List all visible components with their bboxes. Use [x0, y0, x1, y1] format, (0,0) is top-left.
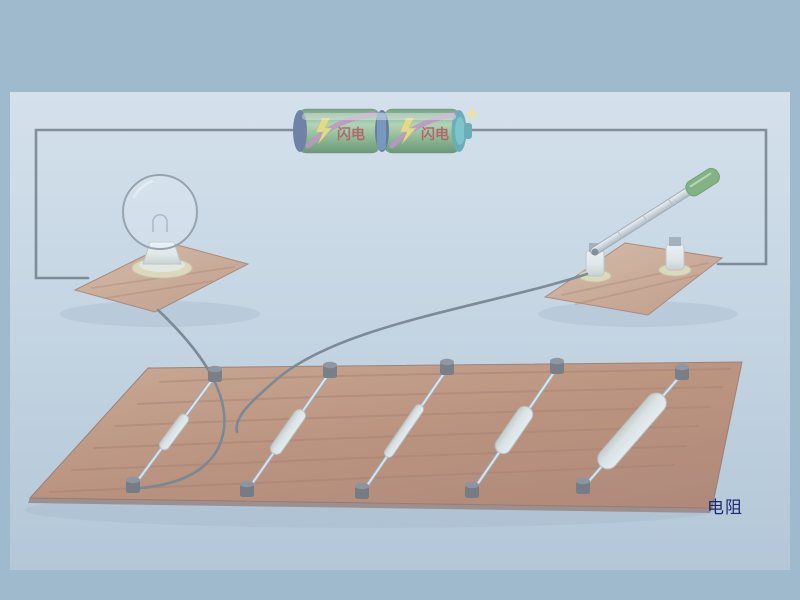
circuit-photo: 闪电 闪电	[10, 92, 790, 570]
battery-label: 闪电	[421, 126, 449, 143]
resistor-2	[245, 370, 332, 493]
circuit-wire-left	[34, 128, 300, 280]
terminal-post	[355, 482, 369, 499]
knife-switch	[578, 167, 720, 283]
terminal-post	[550, 357, 564, 374]
light-bulb	[122, 174, 198, 279]
bulb-board-shadow	[60, 301, 260, 327]
lightning-icon	[315, 117, 333, 145]
terminal-post	[675, 363, 689, 380]
terminal-post	[323, 361, 337, 378]
resistor-board	[25, 361, 743, 528]
circuit-wire-right	[460, 128, 768, 266]
sparkle-icon	[464, 106, 480, 122]
resistor-4	[470, 366, 559, 494]
terminal-post	[126, 476, 140, 493]
circuit-illustration: 闪电 闪电	[25, 106, 768, 528]
resistor-5	[581, 372, 684, 490]
terminal-post	[240, 480, 254, 497]
switch-handle	[685, 167, 720, 197]
terminal-post	[208, 365, 222, 382]
battery-cap-left	[293, 110, 307, 152]
resistor-3	[360, 367, 449, 495]
terminal-post	[576, 477, 590, 494]
wire-bulb-to-board	[138, 308, 226, 490]
caption-resistance: 电阻	[707, 498, 743, 518]
bulb-filament	[152, 214, 168, 232]
battery-pack: 闪电 闪电	[293, 106, 480, 154]
battery-1: 闪电	[293, 108, 381, 154]
battery-2: 闪电	[375, 108, 472, 154]
resistor-1	[131, 374, 217, 489]
switch-board-shadow	[538, 301, 738, 327]
terminal-post	[440, 358, 454, 375]
battery-terminal-nub	[464, 123, 472, 139]
terminal-post	[465, 481, 479, 498]
bulb-glass	[122, 174, 198, 250]
battery-label: 闪电	[337, 126, 365, 143]
switch-post-right	[665, 243, 685, 271]
switch-blade	[590, 167, 720, 256]
lightning-icon	[399, 117, 417, 145]
wire-switch-to-board	[235, 272, 589, 434]
